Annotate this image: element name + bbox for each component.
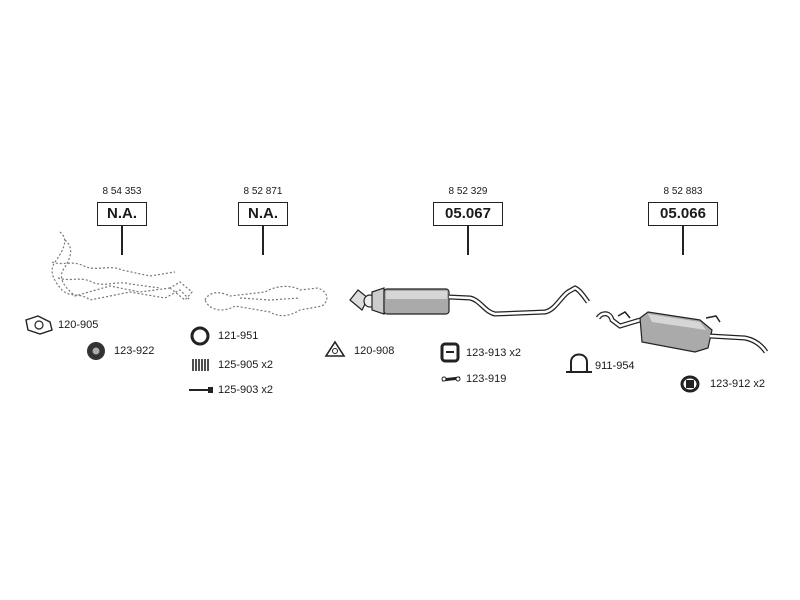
gasket-icon [25, 315, 53, 335]
part-label-rubber-hanger[interactable]: 123-912 x2 [710, 378, 766, 390]
bolt-icon [189, 387, 213, 393]
group-2-leader-line [262, 226, 264, 255]
part-label-seal-ring[interactable]: 121-951 [218, 330, 259, 342]
triangle-gasket-icon [324, 340, 346, 357]
part-label-rubber-mount[interactable]: 123-913 x2 [466, 347, 522, 359]
rubber-ring-icon [87, 342, 105, 360]
group-1-ref: 8 54 353 [102, 186, 142, 197]
group-4-ref: 8 52 883 [663, 186, 703, 197]
spring-icon [192, 359, 209, 371]
group-2-ref: 8 52 871 [243, 186, 283, 197]
rubber-hanger-icon [680, 375, 700, 393]
manifold-drawing [51, 231, 193, 301]
part-label-bracket[interactable]: 123-919 [466, 373, 507, 385]
front-pipe-drawing [204, 285, 328, 317]
group-3-ref: 8 52 329 [448, 186, 488, 197]
group-4-leader-line [682, 226, 684, 255]
group-1-leader-line [121, 226, 123, 255]
bracket-icon [441, 376, 461, 382]
part-label-triangle-gasket[interactable]: 120-908 [354, 345, 395, 357]
rear-section-drawing [595, 311, 769, 354]
clamp-icon [566, 353, 592, 373]
part-label-rubber-ring[interactable]: 123-922 [114, 345, 155, 357]
middle-section-drawing [349, 285, 591, 317]
part-label-spring[interactable]: 125-905 x2 [218, 359, 274, 371]
group-4-code-box[interactable]: 05.066 [648, 202, 718, 226]
group-2-code-box[interactable]: N.A. [238, 202, 288, 226]
part-label-bolt[interactable]: 125-903 x2 [218, 384, 274, 396]
part-label-gasket[interactable]: 120-905 [58, 319, 99, 331]
seal-ring-icon [190, 326, 210, 346]
part-label-clamp[interactable]: 911-954 [595, 360, 635, 372]
rubber-mount-icon [440, 342, 460, 363]
group-3-leader-line [467, 226, 469, 255]
group-1-code-box[interactable]: N.A. [97, 202, 147, 226]
group-3-code-box[interactable]: 05.067 [433, 202, 503, 226]
